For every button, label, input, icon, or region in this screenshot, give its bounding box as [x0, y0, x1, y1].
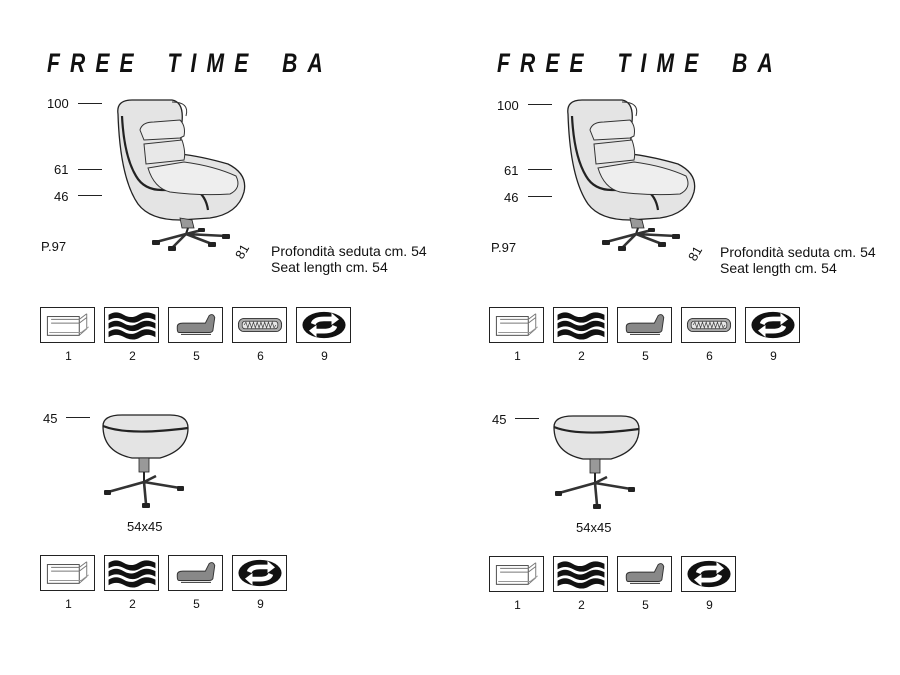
- product-panel-right: FREE TIME BA 100 61 46 P.97 81 Profondit…: [450, 0, 900, 675]
- product-title: FREE TIME BA: [497, 48, 783, 78]
- feature-item: 1: [489, 307, 546, 363]
- spring-pad-icon: [232, 307, 287, 343]
- feature-item: 9: [232, 555, 289, 611]
- feature-item: 1: [489, 556, 546, 612]
- pouf-icon-row: 1 2 5 9: [40, 555, 296, 611]
- armchair-drawing: [117, 99, 246, 251]
- pouf-drawing: [102, 414, 189, 508]
- fabric-wave-icon: [104, 307, 159, 343]
- feature-number: 9: [770, 349, 777, 363]
- feature-item: 6: [232, 307, 289, 363]
- height-label-100: 100: [47, 96, 69, 111]
- feature-item: 9: [681, 556, 738, 612]
- seat-cushion-icon: [168, 555, 223, 591]
- swivel-icon: [232, 555, 287, 591]
- feature-item: 1: [40, 555, 97, 611]
- feature-item: 2: [553, 556, 610, 612]
- feature-number: 5: [193, 349, 200, 363]
- seat-depth-english: Seat length cm. 54: [271, 259, 388, 275]
- pouf-icon-row: 1 2 5 9: [489, 556, 745, 612]
- feature-item: 2: [553, 307, 610, 363]
- feature-item: 5: [617, 556, 674, 612]
- frame-icon: [40, 307, 95, 343]
- feature-number: 9: [257, 597, 264, 611]
- feature-number: 9: [321, 349, 328, 363]
- height-tick: [66, 417, 90, 418]
- feature-item: 5: [617, 307, 674, 363]
- product-title: FREE TIME BA: [47, 48, 333, 78]
- feature-number: 1: [514, 598, 521, 612]
- height-label-61: 61: [504, 163, 519, 178]
- feature-number: 9: [706, 598, 713, 612]
- height-tick: [78, 103, 102, 104]
- feature-item: 9: [296, 307, 353, 363]
- spring-pad-icon: [681, 307, 736, 343]
- height-label-46: 46: [504, 190, 519, 205]
- pouf-size-label: 54x45: [127, 519, 163, 534]
- feature-item: 2: [104, 555, 161, 611]
- seat-depth-english: Seat length cm. 54: [720, 260, 837, 276]
- height-label-61: 61: [54, 162, 69, 177]
- height-tick: [528, 169, 552, 170]
- seat-cushion-icon: [168, 307, 223, 343]
- swivel-icon: [745, 307, 800, 343]
- fabric-wave-icon: [553, 307, 608, 343]
- seat-depth-italian: Profondità seduta cm. 54: [271, 243, 427, 259]
- feature-item: 5: [168, 555, 225, 611]
- page-reference: P.97: [41, 239, 67, 254]
- height-label-46: 46: [54, 189, 69, 204]
- feature-number: 1: [65, 349, 72, 363]
- pouf-size-label: 54x45: [576, 520, 612, 535]
- feature-number: 5: [193, 597, 200, 611]
- seat-depth-italian: Profondità seduta cm. 54: [720, 244, 876, 260]
- feature-number: 1: [514, 349, 521, 363]
- seat-depth-text: Profondità seduta cm. 54 Seat length cm.…: [720, 244, 876, 276]
- seat-cushion-icon: [617, 307, 672, 343]
- height-tick: [78, 169, 102, 170]
- armchair-icon-row: 1 2 5 6 9: [40, 307, 360, 363]
- feature-number: 2: [578, 598, 585, 612]
- feature-item: 2: [104, 307, 161, 363]
- feature-number: 5: [642, 598, 649, 612]
- feature-item: 1: [40, 307, 97, 363]
- armchair-drawing: [567, 99, 696, 251]
- feature-item: 9: [745, 307, 802, 363]
- pouf-height-label: 45: [492, 412, 507, 427]
- feature-number: 5: [642, 349, 649, 363]
- feature-number: 6: [257, 349, 264, 363]
- height-tick: [515, 418, 539, 419]
- feature-item: 6: [681, 307, 738, 363]
- height-tick: [528, 196, 552, 197]
- armchair-icon-row: 1 2 5 6 9: [489, 307, 809, 363]
- swivel-icon: [681, 556, 736, 592]
- frame-icon: [489, 307, 544, 343]
- seat-cushion-icon: [617, 556, 672, 592]
- feature-number: 6: [706, 349, 713, 363]
- frame-icon: [489, 556, 544, 592]
- pouf-drawing: [553, 415, 640, 509]
- feature-number: 2: [129, 597, 136, 611]
- height-tick: [528, 104, 552, 105]
- fabric-wave-icon: [553, 556, 608, 592]
- page-reference: P.97: [491, 240, 517, 255]
- feature-number: 2: [129, 349, 136, 363]
- pouf-height-label: 45: [43, 411, 58, 426]
- height-tick: [78, 195, 102, 196]
- height-label-100: 100: [497, 98, 519, 113]
- feature-item: 5: [168, 307, 225, 363]
- seat-depth-text: Profondità seduta cm. 54 Seat length cm.…: [271, 243, 427, 275]
- swivel-icon: [296, 307, 351, 343]
- product-panel-left: FREE TIME BA 100 61 46 P.97 81 Profondit…: [40, 48, 427, 611]
- feature-number: 1: [65, 597, 72, 611]
- fabric-wave-icon: [104, 555, 159, 591]
- frame-icon: [40, 555, 95, 591]
- feature-number: 2: [578, 349, 585, 363]
